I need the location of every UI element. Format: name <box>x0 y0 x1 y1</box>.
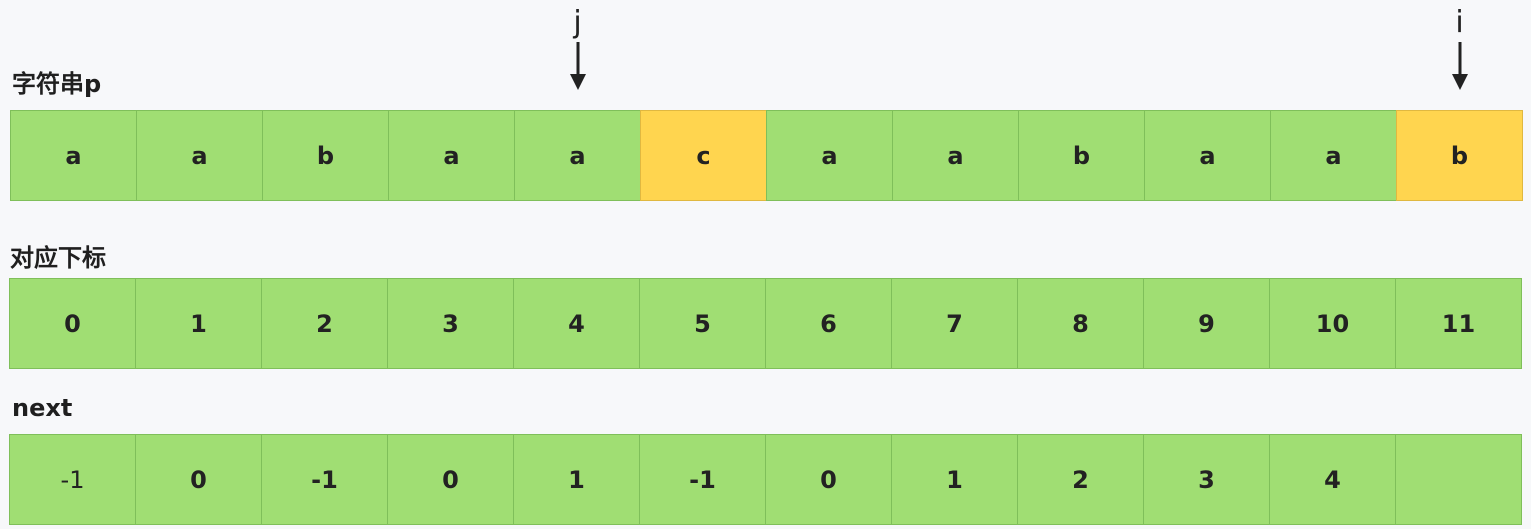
string-cell-7: a <box>892 110 1019 201</box>
index-cell-11: 11 <box>1395 278 1522 369</box>
next-cell-11 <box>1395 434 1522 525</box>
string-cell-9: a <box>1144 110 1271 201</box>
next-cell-7: 1 <box>891 434 1018 525</box>
pointer-label-i: i <box>1455 5 1464 40</box>
index-cell-7: 7 <box>891 278 1018 369</box>
index-cell-3: 3 <box>387 278 514 369</box>
next-cell-4: 1 <box>513 434 640 525</box>
string-cell-8: b <box>1018 110 1145 201</box>
index-cell-2: 2 <box>261 278 388 369</box>
pointer-label-j: j <box>573 5 582 40</box>
string-cell-1: a <box>136 110 263 201</box>
string-cell-5: c <box>640 110 767 201</box>
string-cell-2: b <box>262 110 389 201</box>
next-cell-10: 4 <box>1269 434 1396 525</box>
next-cell-8: 2 <box>1017 434 1144 525</box>
next-cell-1: 0 <box>135 434 262 525</box>
next-cell-9: 3 <box>1143 434 1270 525</box>
index-cell-5: 5 <box>639 278 766 369</box>
index-cell-9: 9 <box>1143 278 1270 369</box>
index-cell-4: 4 <box>513 278 640 369</box>
index-row-label: 对应下标 <box>10 244 106 272</box>
next-cell-3: 0 <box>387 434 514 525</box>
next-cell-5: -1 <box>639 434 766 525</box>
pointer-i: i <box>1445 8 1475 90</box>
pointer-j: j <box>563 8 593 90</box>
next-row-label: next <box>12 394 73 422</box>
index-cell-6: 6 <box>765 278 892 369</box>
string-cell-3: a <box>388 110 515 201</box>
string-row-label: 字符串p <box>12 70 102 98</box>
string-cell-4: a <box>514 110 641 201</box>
string-cell-6: a <box>766 110 893 201</box>
next-cell-6: 0 <box>765 434 892 525</box>
string-cell-11: b <box>1396 110 1523 201</box>
string-cell-0: a <box>10 110 137 201</box>
next-cell-2: -1 <box>261 434 388 525</box>
next-cell-0: -1 <box>9 434 136 525</box>
index-cell-10: 10 <box>1269 278 1396 369</box>
down-arrow-icon <box>1451 42 1468 90</box>
index-cell-1: 1 <box>135 278 262 369</box>
down-arrow-icon <box>569 42 586 90</box>
string-cell-10: a <box>1270 110 1397 201</box>
index-cell-0: 0 <box>9 278 136 369</box>
index-cell-8: 8 <box>1017 278 1144 369</box>
